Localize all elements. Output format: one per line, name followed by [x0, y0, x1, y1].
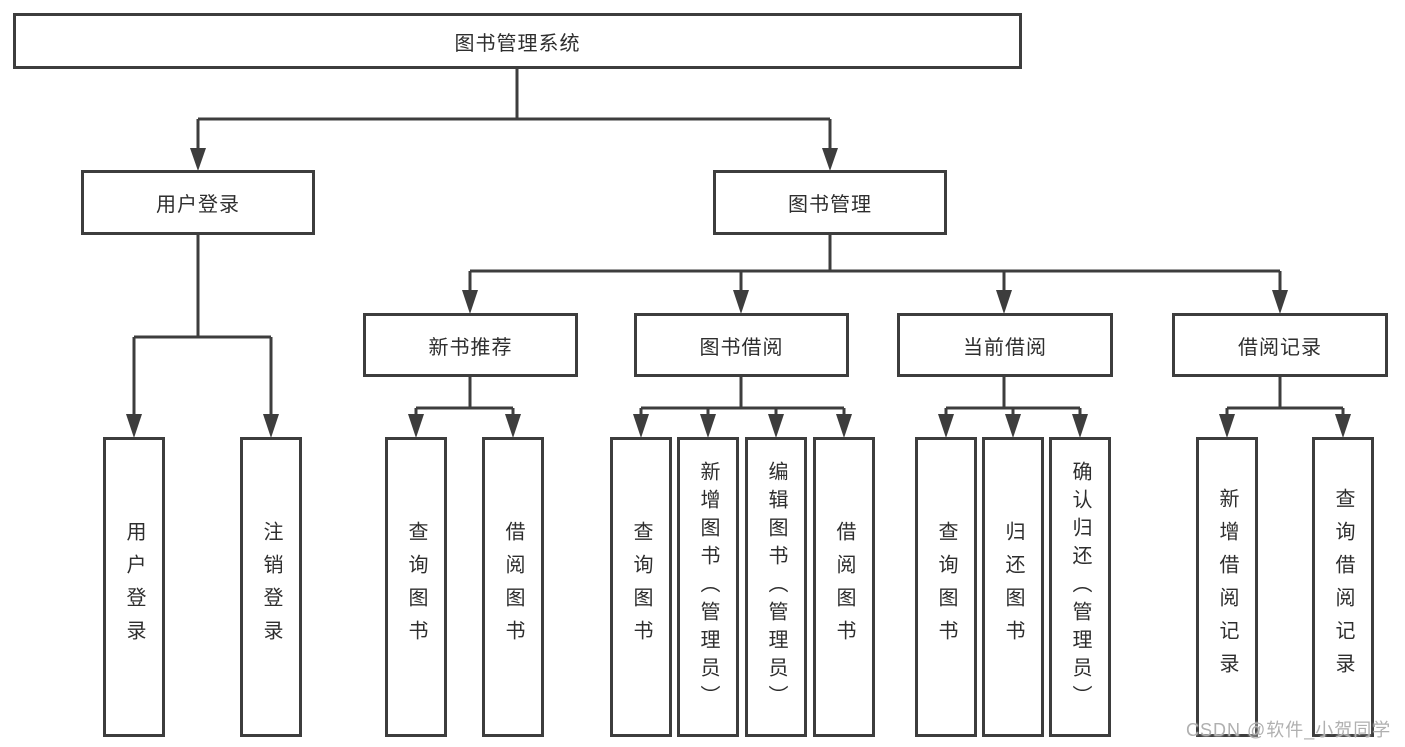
arrowhead-icon — [263, 414, 279, 438]
leaf-label: 编辑图书（管理员） — [765, 461, 787, 713]
leaf-edit-book-admin: 编辑图书（管理员） — [745, 437, 807, 737]
leaf-add-book-admin: 新增图书（管理员） — [677, 437, 739, 737]
leaf-user-login: 用户登录 — [103, 437, 165, 737]
arrowhead-icon — [733, 290, 749, 314]
leaf-query-borrow-record: 查询借阅记录 — [1312, 437, 1374, 737]
arrowhead-icon — [700, 414, 716, 438]
leaf-label: 归还图书 — [1002, 521, 1024, 653]
leaf-label: 新增借阅记录 — [1216, 488, 1238, 686]
leaf-label: 查询图书 — [630, 521, 652, 653]
arrowhead-icon — [822, 148, 838, 171]
leaf-borrow-book: 借阅图书 — [813, 437, 875, 737]
leaf-label: 确认归还（管理员） — [1069, 461, 1091, 713]
leaf-query-book-recommend: 查询图书 — [385, 437, 447, 737]
arrowhead-icon — [408, 414, 424, 438]
node-root-system: 图书管理系统 — [13, 13, 1022, 69]
leaf-label: 借阅图书 — [833, 521, 855, 653]
node-new-book-recommend: 新书推荐 — [363, 313, 578, 377]
leaf-add-borrow-record: 新增借阅记录 — [1196, 437, 1258, 737]
arrowhead-icon — [1272, 290, 1288, 314]
leaf-label: 新增图书（管理员） — [697, 461, 719, 713]
arrowhead-icon — [1005, 414, 1021, 438]
arrowhead-icon — [836, 414, 852, 438]
leaf-label: 查询借阅记录 — [1332, 488, 1354, 686]
leaf-logout: 注销登录 — [240, 437, 302, 737]
arrowhead-icon — [1335, 414, 1351, 438]
leaf-label: 借阅图书 — [502, 521, 524, 653]
leaf-query-book-borrow: 查询图书 — [610, 437, 672, 737]
leaf-label: 注销登录 — [260, 521, 282, 653]
arrowhead-icon — [996, 290, 1012, 314]
arrowhead-icon — [462, 290, 478, 314]
arrowhead-icon — [633, 414, 649, 438]
arrowhead-icon — [1219, 414, 1235, 438]
node-borrow-records: 借阅记录 — [1172, 313, 1388, 377]
leaf-confirm-return-admin: 确认归还（管理员） — [1049, 437, 1111, 737]
leaf-label: 查询图书 — [935, 521, 957, 653]
arrowhead-icon — [505, 414, 521, 438]
arrowhead-icon — [190, 148, 206, 171]
arrowhead-icon — [938, 414, 954, 438]
leaf-return-book: 归还图书 — [982, 437, 1044, 737]
arrowhead-icon — [1072, 414, 1088, 438]
node-user-login: 用户登录 — [81, 170, 315, 235]
node-book-borrow: 图书借阅 — [634, 313, 849, 377]
leaf-query-book-current: 查询图书 — [915, 437, 977, 737]
arrowhead-icon — [768, 414, 784, 438]
node-current-borrow: 当前借阅 — [897, 313, 1113, 377]
leaf-label: 用户登录 — [123, 521, 145, 653]
arrowhead-icon — [126, 414, 142, 438]
node-book-management: 图书管理 — [713, 170, 947, 235]
leaf-borrow-book-recommend: 借阅图书 — [482, 437, 544, 737]
csdn-watermark: CSDN @软件_小贺同学 — [1186, 720, 1392, 740]
leaf-label: 查询图书 — [405, 521, 427, 653]
